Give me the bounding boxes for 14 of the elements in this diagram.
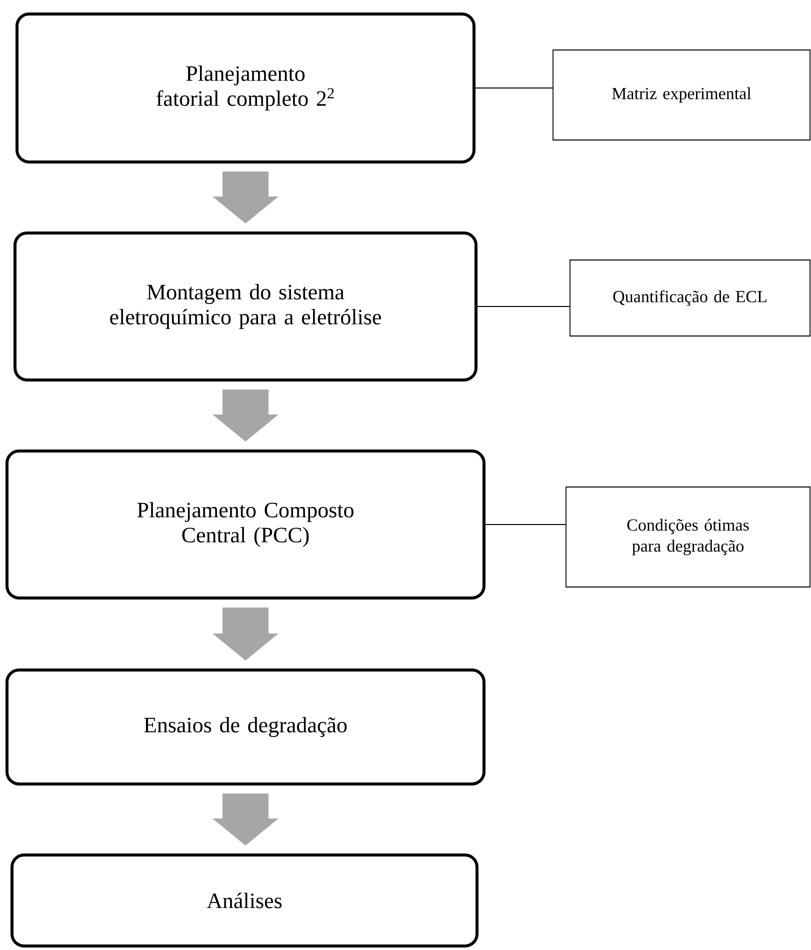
connector-line <box>477 306 570 307</box>
process-box: Planejamento Composto Central (PCC) <box>6 450 486 600</box>
process-box: Ensaios de degradação <box>6 668 486 786</box>
block-arrow <box>212 390 278 442</box>
block-arrow <box>212 794 278 846</box>
process-box: Planejamento fatorial completo 2$^{2}$ <box>16 12 476 164</box>
block-arrow <box>212 608 278 660</box>
result-box: Condições ótimas para degradação <box>566 486 810 588</box>
result-box: Matriz experimental <box>552 50 810 140</box>
block-arrow <box>212 172 278 224</box>
result-box: Quantificação de ECL <box>570 260 810 336</box>
connector-line <box>485 524 566 525</box>
process-box: Montagem do sistema eletroquímico para a eletrólise <box>14 232 478 382</box>
process-box: Análises <box>10 854 478 948</box>
